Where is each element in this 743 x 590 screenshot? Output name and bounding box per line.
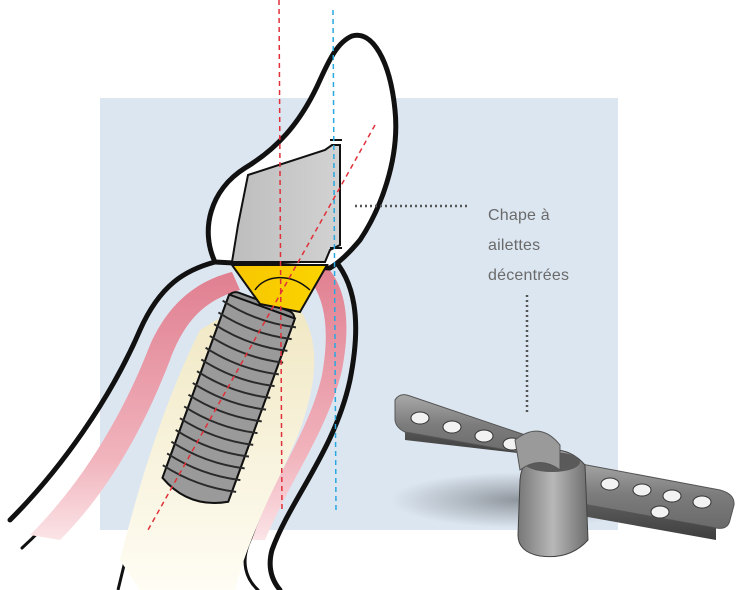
plate-hole bbox=[411, 412, 429, 424]
plate-hole bbox=[633, 484, 651, 496]
plate-hole bbox=[693, 496, 711, 508]
plate-hole bbox=[443, 421, 461, 433]
annotation-line-3: décentrées bbox=[488, 261, 608, 291]
annotation-label: Chape à ailettes décentrées bbox=[488, 201, 608, 291]
annotation-line-2: ailettes bbox=[488, 231, 608, 261]
plate-hole bbox=[601, 478, 619, 490]
annotation-line-1: Chape à bbox=[488, 201, 608, 231]
plate-hole bbox=[651, 506, 669, 518]
plate-hole bbox=[475, 430, 493, 442]
plate-hole bbox=[663, 490, 681, 502]
